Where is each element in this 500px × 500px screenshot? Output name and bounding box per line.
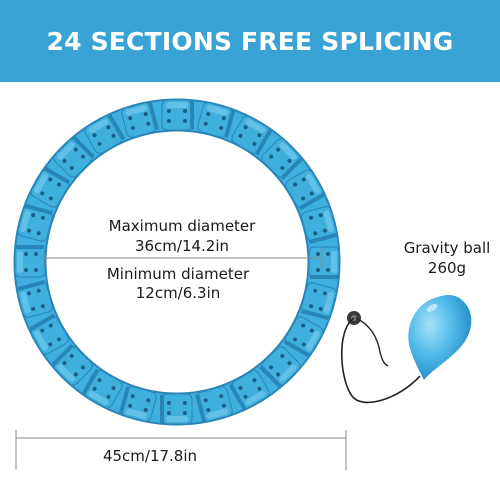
hoop-segment: [17, 280, 53, 318]
hoop-segment: [301, 206, 337, 244]
hoop-segment: [118, 386, 157, 422]
gravity-ball-assembly: [340, 295, 472, 404]
hoop-segment: [301, 282, 337, 321]
hoop-segment: [53, 136, 95, 178]
hoop-segment: [30, 166, 71, 208]
max-diameter-value: 36cm/14.2in: [134, 237, 230, 255]
hoop-segments: [14, 99, 340, 425]
gravity-ball: [408, 295, 472, 380]
hoop-segment: [197, 102, 236, 138]
hoop-segment: [81, 368, 123, 409]
hoop-segment: [14, 245, 46, 278]
outer-diameter-value: 45cm/17.8in: [102, 447, 198, 465]
min-diameter-value: 12cm/6.3in: [135, 284, 221, 302]
min-diameter-label: Minimum diameter: [106, 265, 250, 283]
title-banner: 24 SECTIONS FREE SPLICING: [0, 0, 500, 82]
gravity-ball-weight: 260g: [427, 259, 467, 277]
hoop-segment: [195, 386, 233, 422]
rope: [340, 317, 421, 404]
rope-strand: [355, 317, 389, 367]
banner-title: 24 SECTIONS FREE SPLICING: [46, 26, 454, 56]
hoop-segment: [259, 346, 301, 388]
hoop-segment: [17, 203, 53, 242]
hoop-segment: [160, 393, 193, 425]
hoop-segment: [261, 138, 303, 180]
hoop-segment: [231, 115, 273, 156]
dimension-lines: [15, 248, 347, 470]
hoop-segment: [29, 313, 69, 355]
hoop: [13, 98, 341, 426]
hoop-segment: [51, 344, 93, 386]
hoop-segment: [228, 370, 270, 410]
hoop-segment: [84, 114, 126, 154]
hoop-segment: [283, 316, 324, 358]
hoop-segment: [161, 99, 194, 131]
hoop-segment: [308, 246, 340, 279]
hoop-segment: [285, 169, 325, 211]
max-diameter-label: Maximum diameter: [108, 217, 256, 235]
hoop-segment: [121, 102, 159, 138]
gravity-ball-label: Gravity ball: [403, 239, 491, 257]
